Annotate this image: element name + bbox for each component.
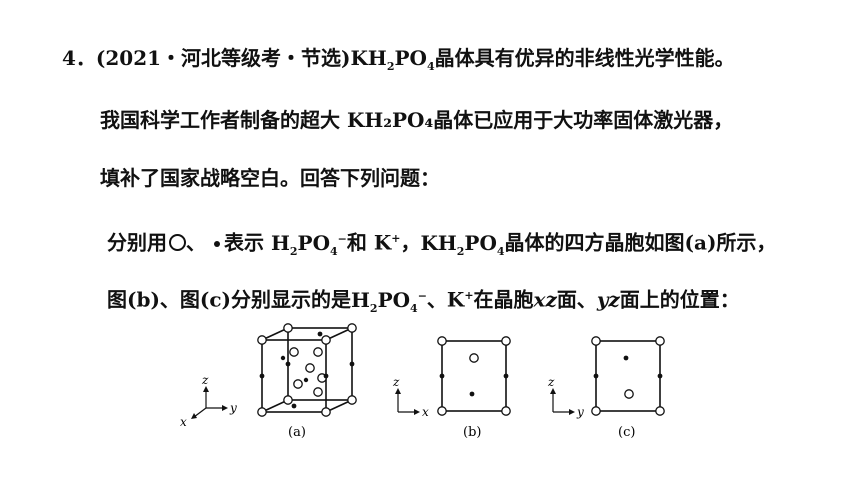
figure-b-caption: (b): [463, 425, 481, 440]
corner-atom: [283, 323, 293, 333]
question-line-2: 我国科学工作者制备的超大 KH₂PO₄晶体已应用于大功率固体激光器，: [100, 108, 734, 132]
face-atom: [293, 379, 303, 389]
k-ion-dot: [317, 331, 323, 337]
k-ion-dot: [280, 355, 286, 361]
unit-cell-figures: z y x (a) z x (b): [180, 323, 665, 440]
figure-b-xz-face: [437, 336, 511, 416]
axis-z-label: z: [201, 373, 209, 387]
axis-z-label-c: z: [547, 375, 555, 389]
corner-atom: [591, 336, 601, 346]
corner-atom: [283, 395, 293, 405]
k-ion-dot: [259, 373, 265, 379]
axis-x-label: x: [180, 415, 187, 429]
question-line-5: 图(b)、图(c)分别显示的是H2PO4−、K+在晶胞xz面、yz面上的位置：: [107, 287, 740, 315]
corner-atom: [321, 335, 331, 345]
formula-h2po4-ion: H2PO4−: [270, 230, 347, 258]
formula-kh2po4: KH2PO4: [350, 46, 435, 73]
axis-y-label-c: y: [576, 405, 584, 419]
corner-atom: [347, 395, 357, 405]
question-number: 4．: [62, 46, 96, 70]
corner-atom: [437, 406, 447, 416]
question-line-3: 填补了国家战略空白。回答下列问题：: [100, 166, 440, 190]
axis-z-label-b: z: [392, 375, 400, 389]
face-atom: [313, 347, 323, 357]
k-ion-dot: [623, 355, 629, 361]
k-ion-dot: [303, 377, 309, 383]
question-line-4: 分别用、表示 H2PO4−和 K+，KH2PO4晶体的四方晶胞如图(a)所示，: [107, 230, 777, 258]
formula-kh2po4-2: KH2PO4: [420, 230, 505, 258]
open-circle-icon: [169, 233, 186, 251]
figure-a-axes: [191, 386, 228, 419]
figure-c-caption: (c): [618, 425, 635, 440]
h2po4-atom: [469, 353, 479, 363]
figure-a-atoms: [257, 323, 357, 417]
intro-rest: 晶体具有优异的非线性光学性能。: [434, 46, 735, 70]
face-atom: [313, 387, 323, 397]
filled-dot-icon: [214, 240, 220, 247]
h2po4-atom: [624, 389, 634, 399]
k-ion-dot: [291, 403, 297, 409]
figure-c-yz-face: [591, 336, 665, 416]
k-ion-dot: [323, 373, 329, 379]
corner-atom: [655, 336, 665, 346]
k-ion-dot: [285, 361, 291, 367]
face-atom: [289, 347, 299, 357]
question-line-1: 4．(2021・河北等级考・节选)KH2PO4晶体具有优异的非线性光学性能。: [62, 44, 735, 81]
k-ion-dot: [469, 391, 475, 397]
figure-c-axes: [550, 388, 575, 415]
formula-h2po4-ion-2: H2PO4−: [351, 287, 427, 315]
k-ion-dot: [593, 373, 599, 379]
k-ion-dot: [503, 373, 509, 379]
question-source: (2021・河北等级考・节选): [95, 46, 351, 70]
k-ion-dot: [439, 373, 445, 379]
k-ion-dot: [349, 361, 355, 367]
figure-b-axes: [395, 388, 420, 415]
axis-x-label-b: x: [422, 405, 429, 419]
figure-a-caption: (a): [288, 425, 306, 440]
corner-atom: [347, 323, 357, 333]
corner-atom: [501, 406, 511, 416]
corner-atom: [321, 407, 331, 417]
body-atom: [305, 363, 315, 373]
corner-atom: [501, 336, 511, 346]
corner-atom: [591, 406, 601, 416]
corner-atom: [257, 407, 267, 417]
corner-atom: [257, 335, 267, 345]
corner-atom: [655, 406, 665, 416]
k-ion-dot: [657, 373, 663, 379]
corner-atom: [437, 336, 447, 346]
axis-y-label: y: [229, 401, 237, 415]
